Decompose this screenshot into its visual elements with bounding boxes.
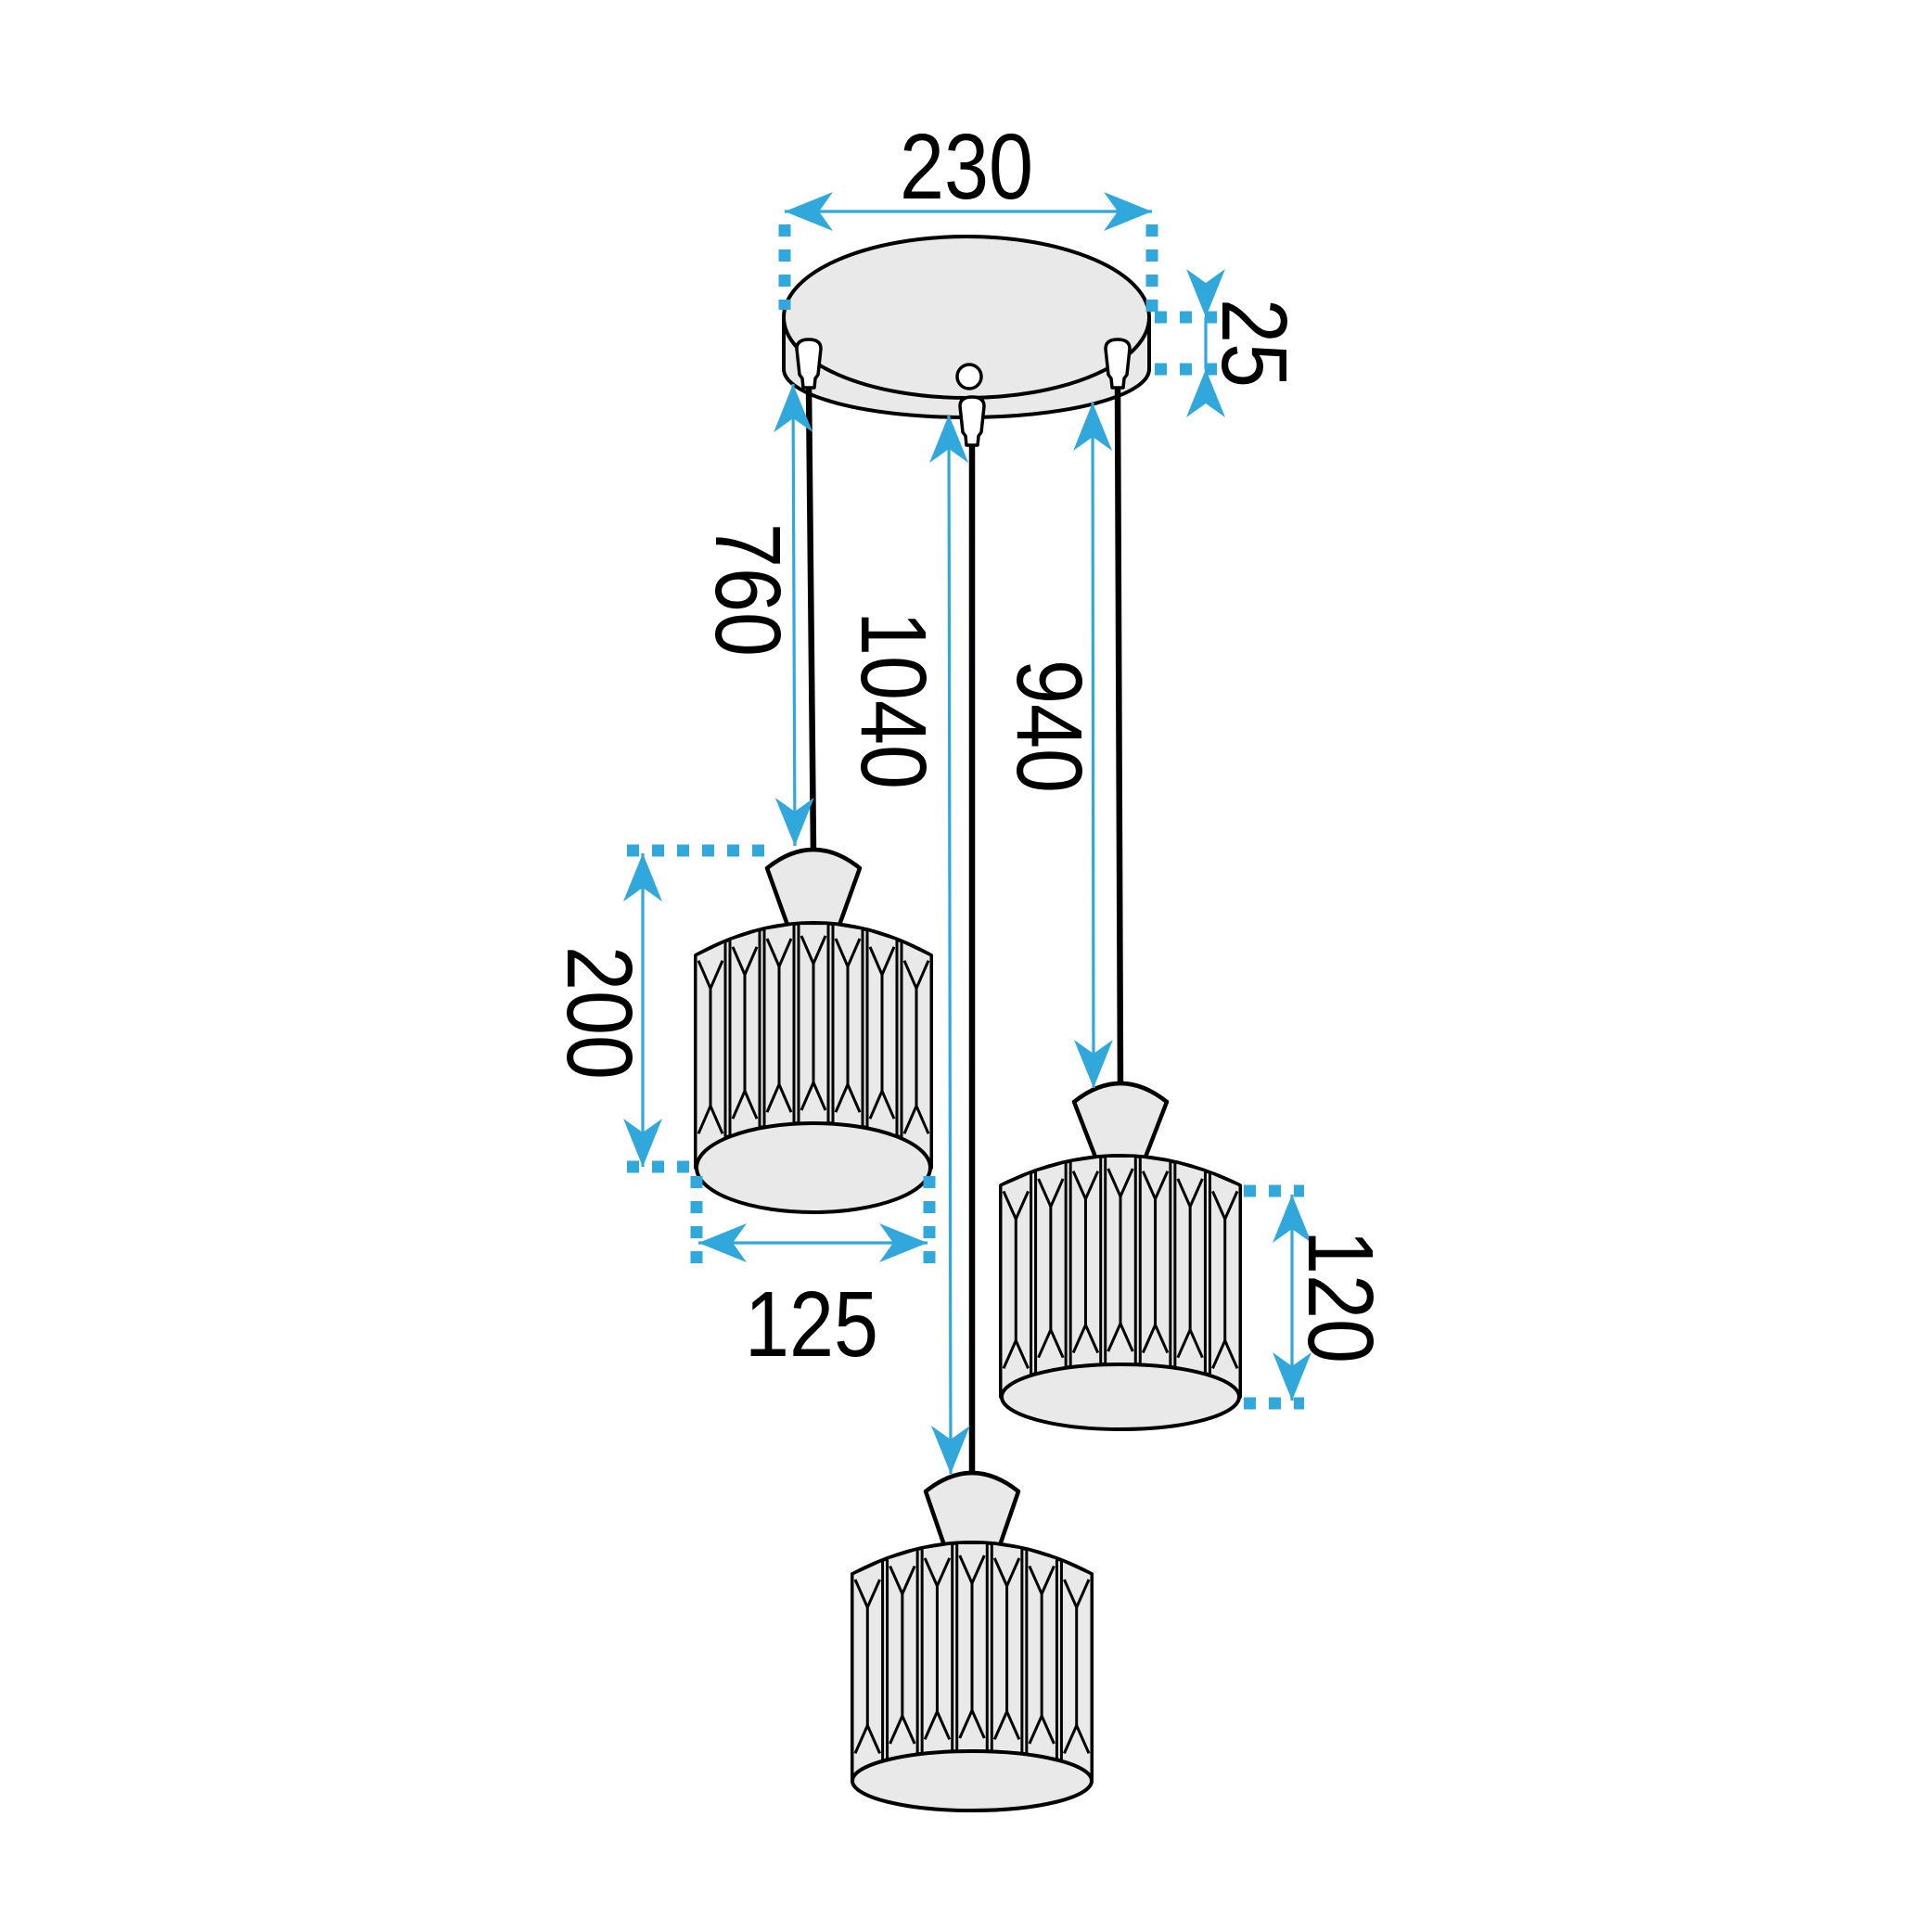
dimension-arrowhead — [1073, 403, 1113, 451]
dimension-cord-right-length: 940 — [997, 402, 1113, 1089]
dimension-arrowhead — [623, 853, 662, 902]
dimension-canopy-width: 230 — [778, 115, 1158, 312]
dimension-label-cord-right-length: 940 — [997, 659, 1101, 793]
dimension-arrowhead — [1186, 269, 1225, 317]
dimension-label-pendant-height: 200 — [547, 946, 651, 1080]
dimension-pendant-height: 200 — [547, 844, 770, 1173]
pendant-cord-3 — [1114, 382, 1124, 1093]
pendant-cord-1 — [805, 382, 817, 857]
shade-bottom-diffuser — [851, 1749, 1094, 1812]
dimension-arrowhead — [774, 384, 813, 433]
dimension-arrowhead — [1104, 192, 1152, 231]
pendant-bottom — [851, 1470, 1094, 1812]
dimension-cord-left-length: 760 — [696, 383, 814, 847]
dimension-line — [791, 383, 797, 847]
dimension-shade-height: 120 — [1244, 1184, 1392, 1410]
dimension-label-cord-center-length: 1040 — [841, 611, 945, 789]
canopy-body — [782, 235, 1151, 419]
dimension-arrowhead — [785, 192, 833, 231]
dimension-line — [947, 414, 953, 1475]
dimension-label-canopy-thickness: 25 — [1202, 299, 1306, 388]
cord-grip-1 — [795, 338, 823, 390]
dimension-shade-diameter: 125 — [690, 1176, 936, 1376]
dimension-canopy-thickness: 25 — [1155, 269, 1306, 417]
dimension-cord-center-length: 1040 — [841, 414, 970, 1475]
dimension-arrowhead — [879, 1223, 928, 1262]
canopy-screw-hole — [955, 363, 983, 390]
pendant-right — [999, 1081, 1242, 1431]
lamp-holder — [1071, 1081, 1170, 1162]
suspension-cords — [805, 382, 1124, 1480]
ceiling-canopy — [782, 235, 1151, 419]
cord-grips — [795, 338, 1132, 447]
lamp-holder — [764, 847, 863, 930]
dimension-arrowhead — [929, 415, 969, 463]
shade-bottom-diffuser — [1000, 1363, 1241, 1431]
dimension-arrowhead — [1273, 1352, 1311, 1401]
dimension-arrowhead — [1273, 1195, 1311, 1243]
dimension-arrowhead — [774, 797, 814, 846]
dimension-arrowhead — [1073, 1040, 1113, 1088]
dimension-arrowhead — [1186, 369, 1225, 417]
dimension-arrowhead — [930, 1426, 970, 1474]
dimension-label-canopy-width: 230 — [900, 115, 1033, 219]
pendant-left — [694, 847, 933, 1214]
dimension-arrowhead — [698, 1223, 747, 1262]
cord-grip-3 — [1104, 338, 1132, 390]
dimension-line — [1091, 402, 1095, 1089]
cord-grip-2 — [958, 395, 986, 447]
dimension-label-shade-diameter: 125 — [745, 1273, 878, 1376]
dimension-arrowhead — [623, 1119, 662, 1167]
lamp-holder — [923, 1470, 1021, 1548]
dimension-label-cord-left-length: 760 — [696, 523, 800, 657]
dimension-label-shade-height: 120 — [1288, 1230, 1392, 1363]
shade-bottom-diffuser — [695, 1121, 932, 1214]
